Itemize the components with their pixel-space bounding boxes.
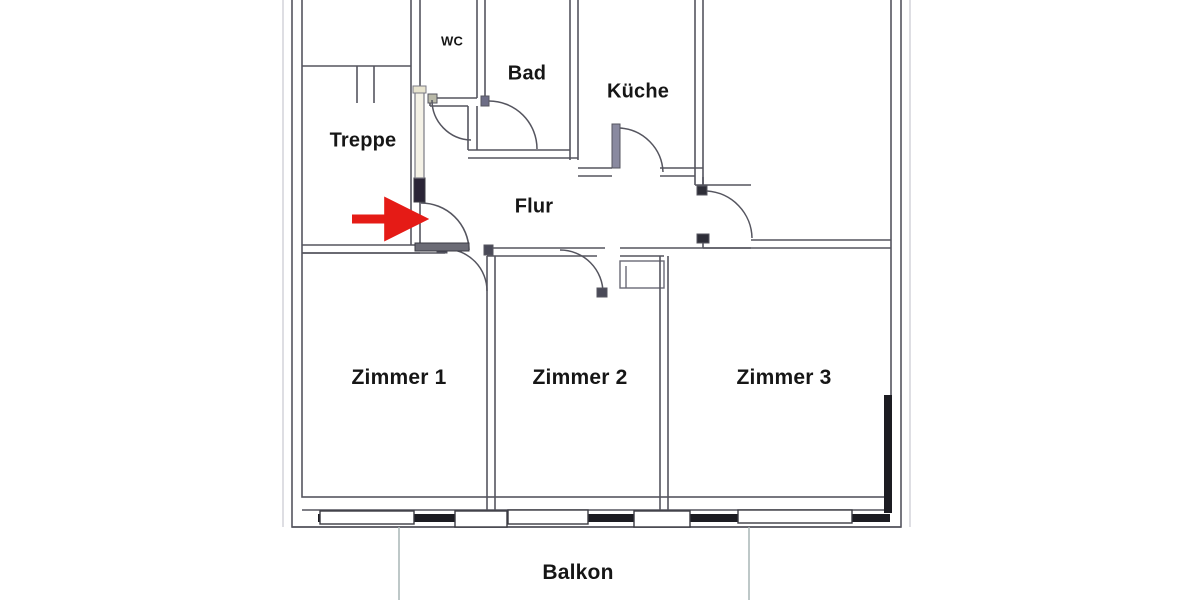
zimmer-partitions [486,256,669,510]
bad-door-swing [488,100,538,150]
entrance-door-swing [420,202,470,251]
room-label-zimmer-2: Zimmer 2 [532,366,628,389]
entrance-door-jamb [413,177,426,203]
zimmer2-door-leaf [596,287,608,298]
room-label-balkon: Balkon [542,561,614,584]
scan-edge-guides [282,0,911,527]
zimmer1-door-swing [445,248,488,292]
zimmer2-door-swing [559,249,604,294]
bad-door-jamb [480,95,490,107]
room-label-flur: Flur [514,195,554,218]
flur-niche-detail [619,260,665,289]
room-label-treppe: Treppe [329,129,397,152]
balcony-door-right [633,510,691,528]
kueche-door-swing [619,127,664,173]
entrance-door-leaf [414,242,470,252]
treppe-door-jamb [414,89,425,179]
treppe-door-jamb-cap [412,85,427,94]
kueche-door-jamb [611,123,621,169]
window-zimmer2 [507,509,589,525]
flur-z3-door-swing [706,190,753,239]
outer-walls [291,0,902,528]
zimmer2-door-jamb [483,244,494,256]
balcony-door-left [454,510,508,528]
flur-z3-door-jamb [696,185,708,196]
room-label-zimmer-3: Zimmer 3 [736,366,832,389]
window-zimmer3-right [884,395,892,513]
room-label-kueche: Küche [606,80,670,103]
window-zimmer3 [737,509,853,524]
wc-door-swing [431,99,472,141]
bottom-windows [319,509,853,528]
room-label-wc: WC [440,33,464,49]
room-kueche-walls [578,0,751,186]
room-bad-walls [530,0,579,160]
flur-z3-door-leaf [696,233,710,244]
top-right-room-walls [702,185,891,249]
window-zimmer1 [319,510,415,525]
balcony-outline [398,527,750,600]
room-label-zimmer-1: Zimmer 1 [351,366,447,389]
room-label-bad: Bad [507,62,547,85]
flur-bottom-walls [302,247,751,257]
